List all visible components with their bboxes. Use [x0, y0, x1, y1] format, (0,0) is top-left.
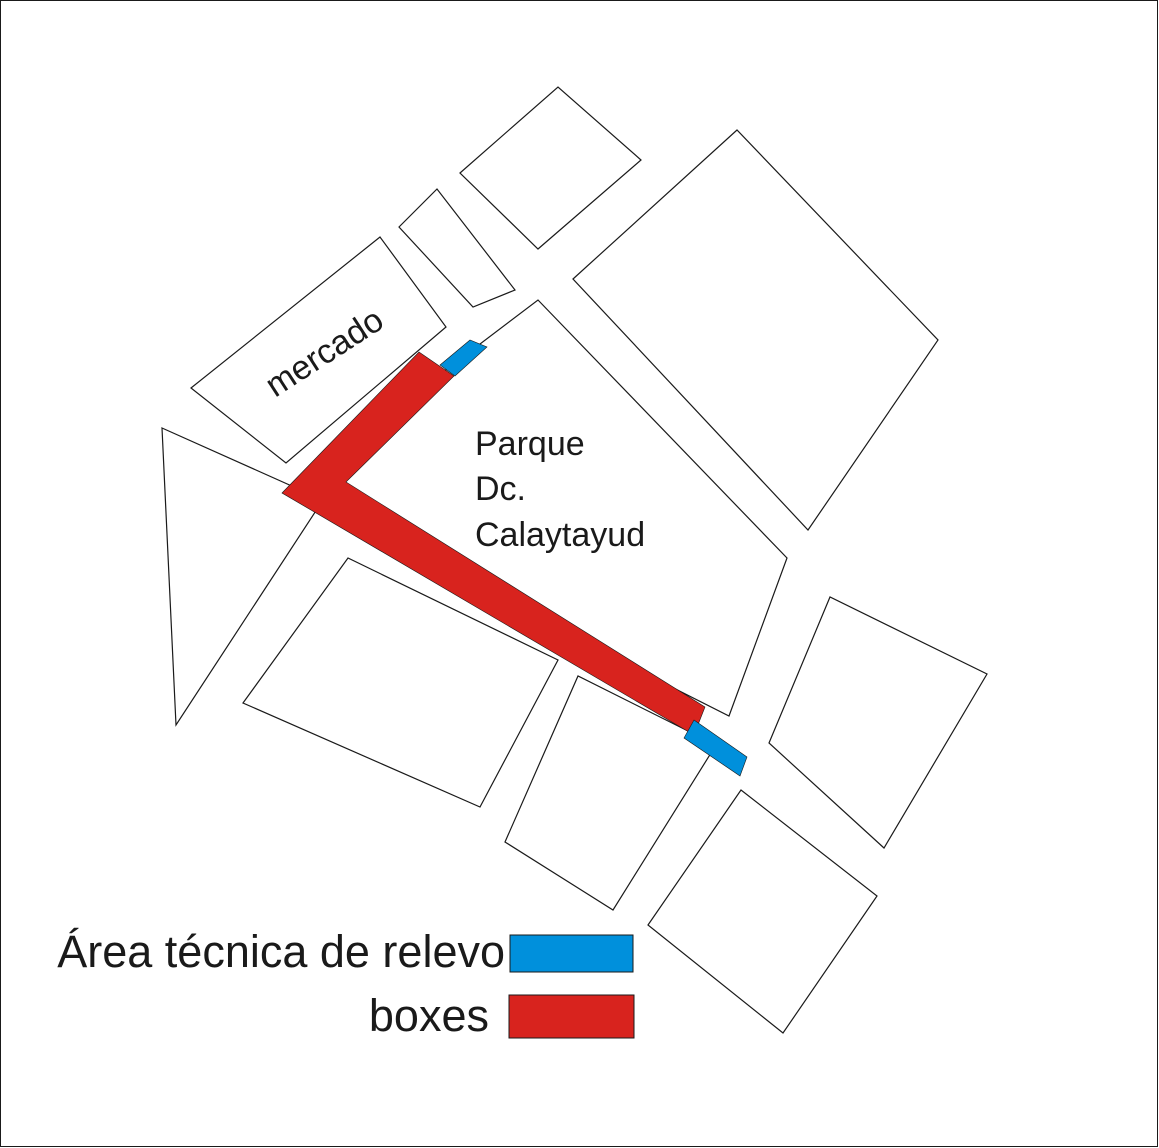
city-block — [459, 86, 642, 250]
legend-label-boxes: boxes — [369, 990, 489, 1041]
legend-label-relay-area: Área técnica de relevo — [57, 926, 505, 977]
city-block — [768, 596, 988, 849]
relay-area-north — [439, 339, 488, 377]
legend-swatch-boxes — [508, 994, 635, 1039]
park-label-line-3: Calaytayud — [475, 516, 645, 554]
triangle-block — [161, 427, 324, 727]
city-block — [572, 129, 939, 531]
city-block — [398, 188, 516, 308]
market-block — [190, 236, 447, 464]
park-label-line-2: Dc. — [475, 470, 526, 508]
city-block — [242, 557, 559, 808]
park-label-line-1: Parque — [475, 425, 585, 463]
city-block — [647, 789, 878, 1034]
relay-area-south — [683, 719, 748, 777]
legend: Área técnica de relevo boxes — [57, 926, 635, 1041]
legend-swatch-relay-area — [509, 934, 634, 973]
